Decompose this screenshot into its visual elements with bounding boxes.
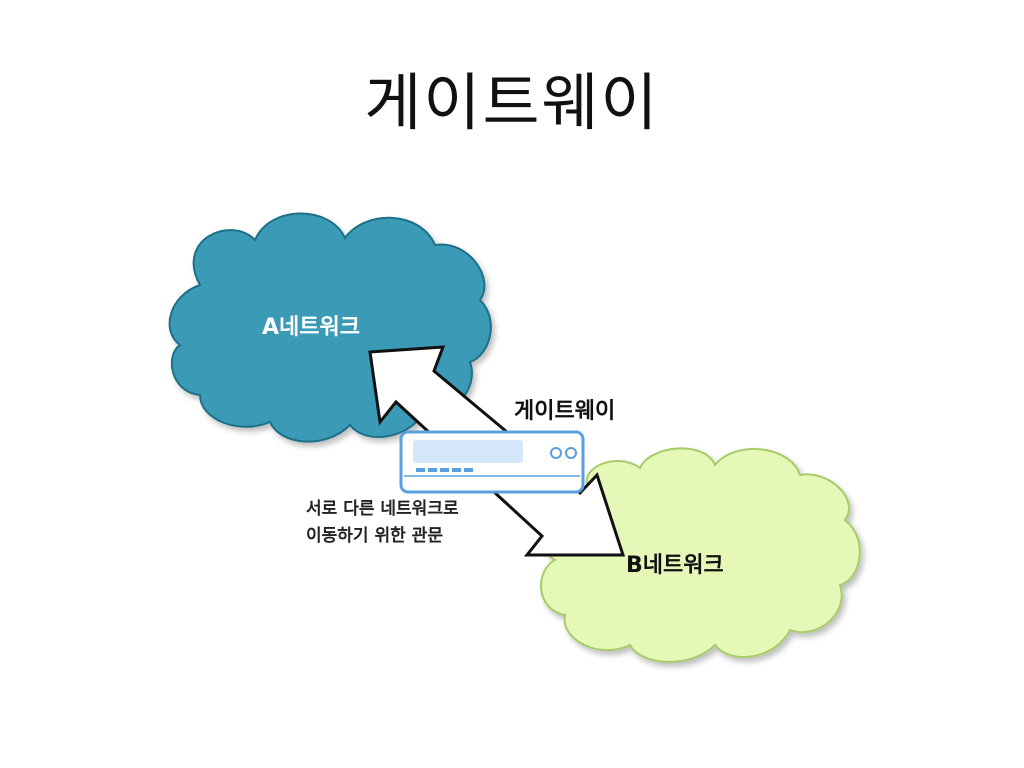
description-line-1: 서로 다른 네트워크로 xyxy=(306,499,459,519)
gateway-device-icon xyxy=(399,430,585,494)
description-line-2: 이동하기 위한 관문 xyxy=(306,526,443,546)
gateway-led-1 xyxy=(550,447,562,459)
gateway-port xyxy=(416,468,425,472)
page-title: 게이트웨이 xyxy=(364,66,660,139)
network-b-cloud-shape xyxy=(540,447,861,663)
gateway-port xyxy=(428,468,437,472)
network-b-label: B네트워크 xyxy=(626,553,724,578)
network-b-cloud-icon xyxy=(540,447,861,663)
gateway-label: 게이트웨이 xyxy=(514,399,615,424)
gateway-description: 서로 다른 네트워크로 이동하기 위한 관문 xyxy=(306,496,459,550)
gateway-ports xyxy=(416,468,473,472)
gateway-port xyxy=(464,468,473,472)
gateway-port xyxy=(440,468,449,472)
gateway-port xyxy=(452,468,461,472)
gateway-device-panel xyxy=(413,440,523,463)
network-a-label: A네트워크 xyxy=(262,315,360,340)
gateway-led-2 xyxy=(565,447,577,459)
